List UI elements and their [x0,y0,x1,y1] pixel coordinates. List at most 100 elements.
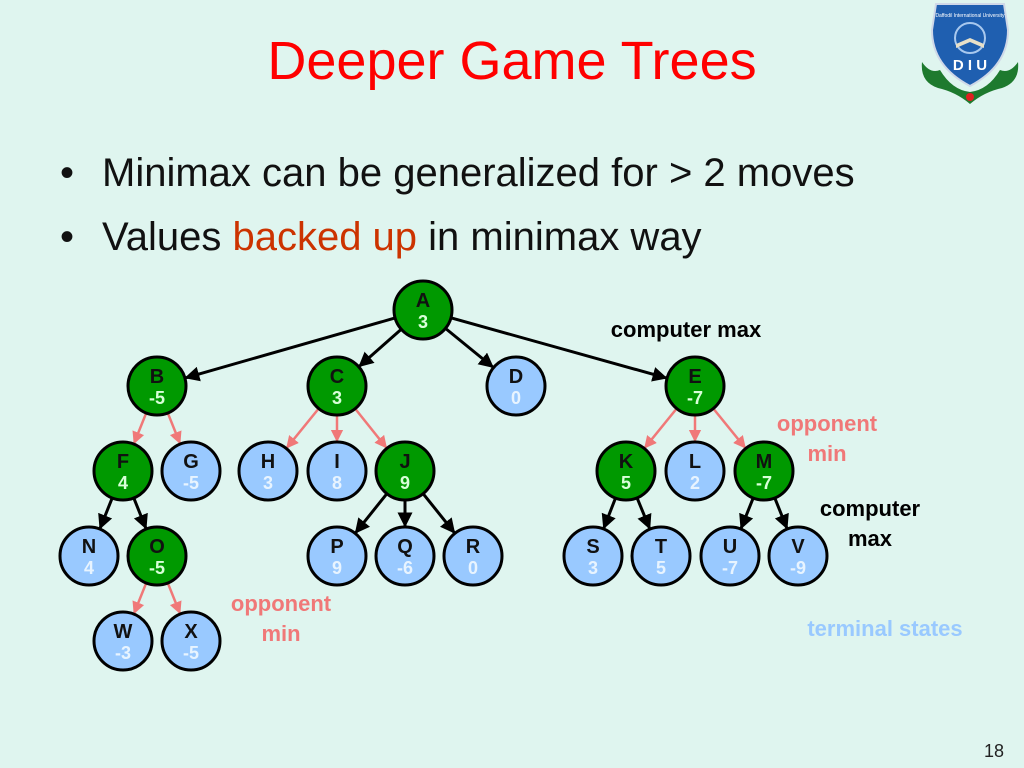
svg-text:D I U: D I U [953,57,987,74]
node-circle [733,440,795,502]
node-label: W [114,621,133,643]
node-value: 5 [621,473,631,493]
tree-node-K: K5 [595,440,657,502]
node-value: 3 [418,312,428,332]
node-value: -9 [790,558,806,578]
tree-node-T: T5 [630,525,692,587]
bullet-dot-icon: • [60,215,75,259]
node-circle [58,525,120,587]
tree-node-V: V-9 [767,525,829,587]
edge-O-W [132,582,148,615]
node-label: P [330,536,343,558]
tree-node-D: D0 [485,355,547,417]
node-circle [306,440,368,502]
highlighted-text: backed up [232,215,418,259]
tree-node-W: W-3 [92,610,154,672]
node-label: J [399,451,410,473]
node-circle [630,525,692,587]
tree-node-M: M-7 [733,440,795,502]
node-circle [562,525,624,587]
node-circle [237,440,299,502]
node-circle [126,525,188,587]
node-value: 8 [332,473,342,493]
node-value: -6 [397,558,413,578]
node-value: -7 [722,558,738,578]
node-value: -5 [183,473,199,493]
node-label: C [330,366,344,388]
node-value: -7 [756,473,772,493]
edge-E-M [712,407,747,449]
edges-layer [98,316,789,615]
tree-node-L: L2 [664,440,726,502]
tree-node-B: B-5 [126,355,188,417]
tree-node-O: O-5 [126,525,188,587]
bullet-item: • Values backed up in minimax way [60,212,855,276]
node-label: V [791,536,805,558]
node-value: -5 [183,643,199,663]
annotation-computer-max-top: computer max [611,317,762,342]
tree-node-R: R0 [442,525,504,587]
node-value: 5 [656,558,666,578]
node-value: 9 [400,473,410,493]
node-label: D [509,366,523,388]
node-label: G [183,451,199,473]
slide-title: Deeper Game Trees [267,31,757,91]
edge-M-V [773,497,789,530]
edge-K-T [635,497,652,530]
edge-B-G [166,412,182,445]
node-label: T [655,536,667,558]
node-value: 4 [118,473,128,493]
node-value: 2 [690,473,700,493]
node-label: K [619,451,634,473]
node-label: Q [397,536,413,558]
node-label: I [334,451,340,473]
node-label: S [586,536,599,558]
node-circle [595,440,657,502]
edge-K-S [601,497,617,530]
node-value: 0 [511,388,521,408]
bullet-dot-icon: • [60,151,75,195]
tree-node-P: P9 [306,525,368,587]
node-label: N [82,536,96,558]
tree-node-C: C3 [306,355,368,417]
node-label: E [688,366,701,388]
node-circle [699,525,761,587]
edge-O-X [166,582,182,615]
tree-node-S: S3 [562,525,624,587]
node-circle [160,440,222,502]
tree-node-X: X-5 [160,610,222,672]
node-circle [92,440,154,502]
nodes-layer: A3B-5C3D0E-7F4G-5H3I8J9K5L2M-7N4O-5P9Q-6… [58,279,829,672]
node-value: 4 [84,558,94,578]
node-value: -5 [149,388,165,408]
tree-node-F: F4 [92,440,154,502]
node-value: 3 [588,558,598,578]
page-number: 18 [983,741,1004,761]
node-circle [392,279,454,341]
node-value: 0 [468,558,478,578]
edge-M-U [739,497,755,530]
node-label: L [689,451,701,473]
node-circle [374,525,436,587]
edge-C-J [354,407,388,449]
tree-node-J: J9 [374,440,436,502]
edge-J-R [421,492,456,534]
edge-E-K [643,407,678,449]
edge-A-E [450,316,668,382]
node-value: -7 [687,388,703,408]
node-label: F [117,451,129,473]
node-circle [664,440,726,502]
edge-F-N [98,497,114,530]
node-label: M [756,451,773,473]
node-circle [306,525,368,587]
node-label: R [466,536,481,558]
node-value: 9 [332,558,342,578]
node-value: -5 [149,558,165,578]
edge-A-D [444,327,494,369]
bullet-item: • Minimax can be generalized for > 2 mov… [60,148,855,212]
node-value: 3 [332,388,342,408]
node-circle [126,355,188,417]
